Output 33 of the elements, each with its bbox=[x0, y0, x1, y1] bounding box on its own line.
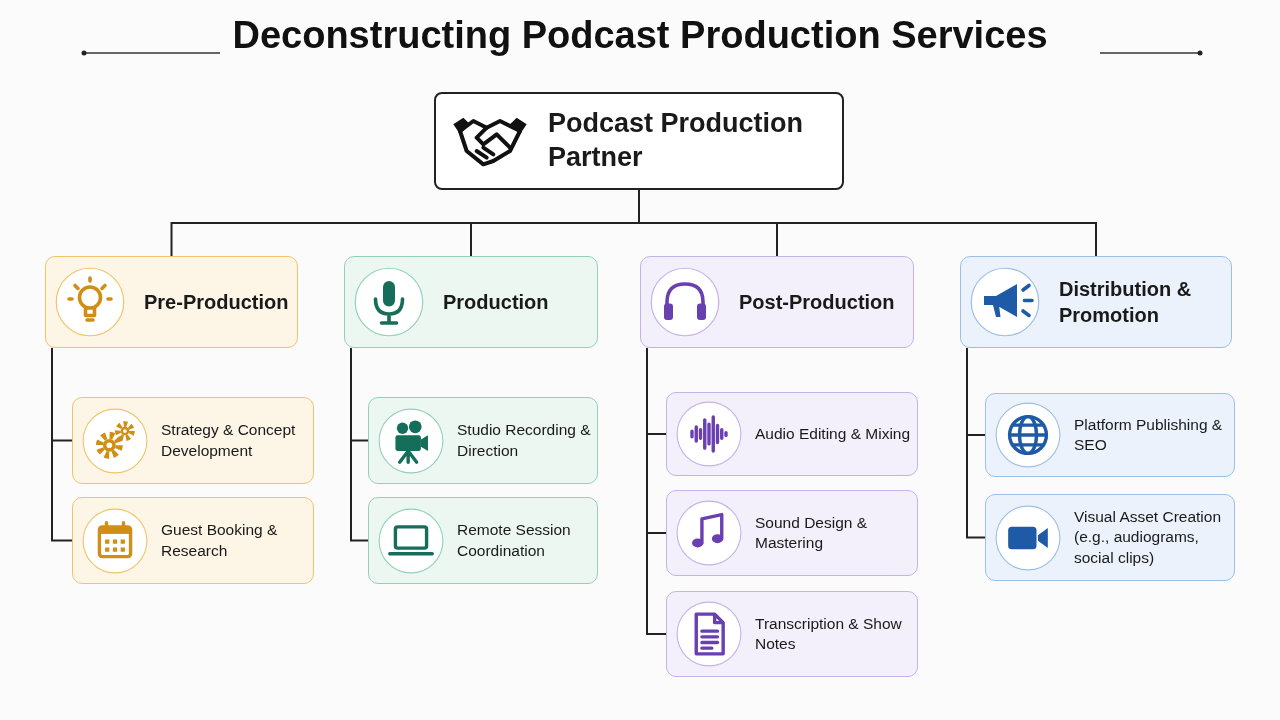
service-box bbox=[72, 497, 314, 584]
category-label: Pre-Production bbox=[144, 290, 290, 315]
service-label: Strategy & Concept Development bbox=[161, 420, 297, 461]
service-box bbox=[985, 393, 1235, 477]
root-box bbox=[434, 92, 844, 190]
category-label: Post-Production bbox=[739, 290, 896, 315]
category-label: Production bbox=[443, 290, 550, 315]
service-label: Guest Booking & Research bbox=[161, 520, 279, 561]
service-label: Transcription & Show Notes bbox=[755, 613, 903, 654]
service-label: Audio Editing & Mixing bbox=[755, 423, 912, 444]
service-box bbox=[666, 591, 918, 677]
root-label: Podcast Production Partner bbox=[548, 107, 805, 174]
service-box bbox=[72, 397, 314, 484]
service-label: Platform Publishing & SEO bbox=[1074, 414, 1224, 455]
service-label: Visual Asset Creation (e.g., audiograms, social clips) bbox=[1074, 507, 1223, 568]
connector-line bbox=[646, 347, 667, 635]
category-box bbox=[344, 256, 598, 348]
title: Deconstructing Podcast Production Services bbox=[231, 14, 1049, 56]
connector-line bbox=[51, 347, 73, 542]
service-box bbox=[666, 490, 918, 576]
service-box bbox=[368, 397, 598, 484]
service-label: Studio Recording & Direction bbox=[457, 420, 592, 461]
service-label: Sound Design & Mastering bbox=[755, 512, 869, 553]
service-box bbox=[666, 392, 918, 476]
category-label: Distribution & Promotion bbox=[1059, 277, 1193, 328]
category-box bbox=[45, 256, 298, 348]
connector-line bbox=[966, 347, 986, 539]
connector-line bbox=[350, 347, 369, 542]
category-box bbox=[640, 256, 914, 348]
service-label: Remote Session Coordination bbox=[457, 520, 572, 561]
category-box bbox=[960, 256, 1232, 348]
service-box bbox=[985, 494, 1235, 581]
service-box bbox=[368, 497, 598, 584]
